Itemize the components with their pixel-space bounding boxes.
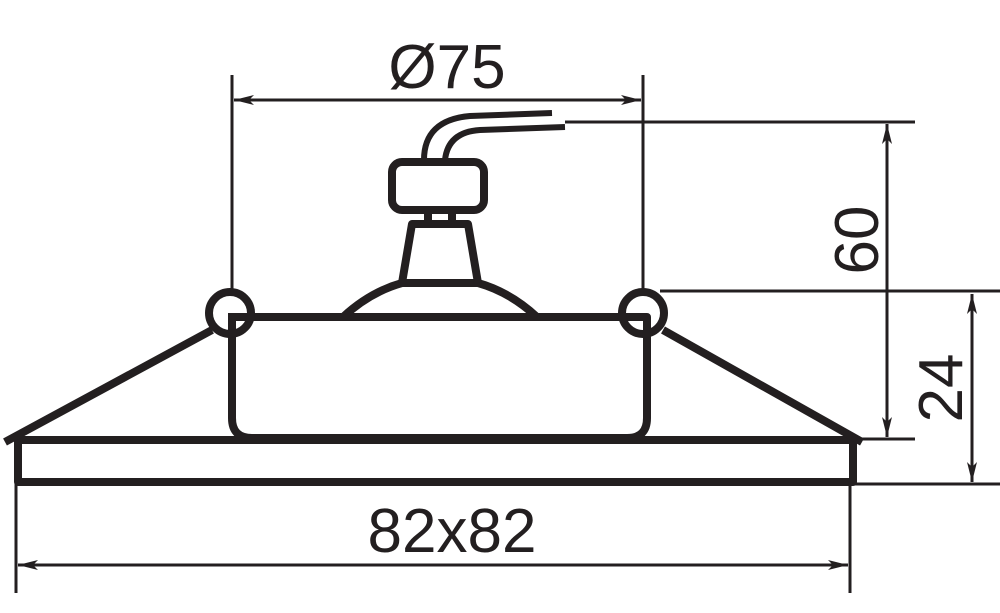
- flange-size-label: 82x82: [368, 497, 537, 566]
- lamp-neck: [398, 220, 482, 284]
- left-spring-clip: [3, 326, 214, 446]
- height-label: 60: [823, 206, 892, 275]
- right-hinge: [618, 288, 668, 338]
- fixture-outline: [3, 110, 864, 486]
- wire-1: [421, 110, 553, 161]
- flange: [14, 436, 857, 486]
- lamp-dome: [340, 279, 540, 320]
- visible-height-label: 24: [907, 354, 976, 423]
- wire-2: [442, 124, 566, 161]
- right-spring-clip: [661, 326, 864, 446]
- diameter-label: Ø75: [388, 33, 505, 102]
- housing: [228, 313, 651, 442]
- dimension-arrows: [18, 95, 977, 570]
- left-hinge: [205, 288, 255, 338]
- socket: [388, 158, 488, 214]
